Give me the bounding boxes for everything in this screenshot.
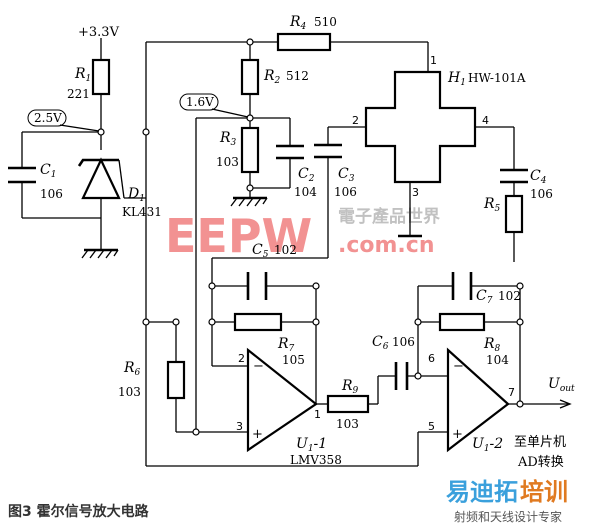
capacitor-c3 — [314, 143, 342, 159]
c2-value: 104 — [294, 185, 317, 199]
r5-ref: R5 — [483, 196, 501, 214]
r7-ref: R7 — [277, 336, 295, 354]
resistor-r5 — [504, 194, 524, 234]
c7-ref: C7 — [476, 288, 493, 306]
hall-sensor-h1 — [364, 70, 477, 184]
supply-label: +3.3V — [78, 25, 120, 40]
ground-symbols — [81, 196, 422, 259]
probe-2v5: 2.5V — [27, 109, 100, 132]
capacitor-c7 — [451, 272, 473, 300]
svg-text:−: − — [453, 359, 464, 374]
resistor-r9 — [326, 394, 370, 414]
capacitor-c5 — [246, 272, 268, 300]
c5-value: 102 — [274, 243, 297, 257]
resistor-r2 — [240, 58, 260, 96]
capacitor-c2 — [276, 144, 304, 160]
r7-value: 105 — [282, 353, 305, 367]
wires — [21, 38, 572, 467]
ground-r3 — [230, 196, 268, 207]
c4-ref: C4 — [530, 168, 547, 186]
r4-ref: R4 — [289, 14, 307, 32]
uout-note-1: 至单片机 — [514, 435, 566, 450]
eepw-watermark: EEPW .com.cn 電子產品世界 — [165, 206, 440, 263]
opamp-u1-2: − + — [446, 347, 510, 453]
r2-value: 512 — [286, 69, 309, 83]
resistor-r7 — [233, 312, 283, 332]
r1-ref: R1 — [74, 66, 91, 84]
site-logo: 易迪拓 培训 射频和天线设计专家 — [446, 478, 568, 524]
svg-text:+: + — [452, 427, 463, 442]
d1-part: KL431 — [122, 205, 162, 219]
r8-value: 104 — [486, 353, 509, 367]
c1-value: 106 — [40, 187, 63, 201]
c1-ref: C1 — [40, 162, 56, 180]
opamp-u1-1: − + — [246, 347, 318, 453]
diode-d1-kl431 — [77, 157, 125, 200]
u1-1-pin-1: 1 — [314, 408, 321, 421]
r3-value: 103 — [216, 155, 239, 169]
capacitors — [8, 143, 528, 390]
c5-ref: C5 — [252, 242, 269, 260]
u1-1-part: LMV358 — [290, 453, 342, 467]
r8-ref: R8 — [483, 336, 501, 354]
u1-1-ref: U1-1 — [296, 436, 327, 454]
c6-value: 106 — [392, 335, 415, 349]
h1-ref: H1 — [447, 70, 466, 88]
h1-pin-1: 1 — [430, 54, 437, 67]
c4-value: 106 — [530, 187, 553, 201]
u1-1-pin-2: 2 — [238, 352, 245, 365]
u1-2-pin-7: 7 — [508, 386, 515, 399]
r6-value: 103 — [118, 385, 141, 399]
h1-pin-4: 4 — [482, 114, 489, 127]
logo-main-2: 培训 — [520, 478, 568, 506]
r9-ref: R9 — [341, 378, 359, 396]
logo-sub: 射频和天线设计专家 — [454, 509, 562, 524]
u1-2-pin-6: 6 — [428, 352, 435, 365]
r4-value: 510 — [314, 15, 337, 29]
r6-ref: R6 — [123, 360, 141, 378]
c2-ref: C2 — [298, 166, 315, 184]
h1-pin-3: 3 — [412, 186, 419, 199]
h1-part: HW-101A — [468, 71, 526, 85]
capacitor-c6 — [394, 362, 409, 390]
r3-ref: R3 — [219, 130, 237, 148]
watermark-cn: 電子產品世界 — [338, 206, 440, 227]
u1-2-ref: U1-2 — [472, 436, 503, 454]
resistor-r6 — [166, 360, 186, 400]
r1-value: 221 — [67, 87, 90, 101]
junction-dots — [97, 38, 524, 436]
resistor-r3 — [240, 126, 260, 174]
figure-caption: 图3 霍尔信号放大电路 — [8, 503, 150, 520]
d1-ref: D1 — [127, 186, 145, 204]
h1-pin-2: 2 — [352, 114, 359, 127]
r2-ref: R2 — [263, 68, 281, 86]
u1-1-pin-3: 3 — [236, 420, 243, 433]
svg-text:+: + — [252, 427, 263, 442]
svg-text:−: − — [253, 359, 264, 374]
logo-main-1: 易迪拓 — [446, 478, 518, 506]
resistor-r4 — [276, 32, 332, 52]
c3-ref: C3 — [338, 166, 355, 184]
r9-value: 103 — [336, 417, 359, 431]
capacitor-c4 — [500, 168, 528, 184]
u1-2-pin-5: 5 — [428, 420, 435, 433]
resistor-r1 — [91, 58, 111, 96]
probe-1v6-label: 1.6V — [186, 95, 214, 109]
uout-note-2: AD转换 — [517, 455, 564, 470]
capacitor-c1 — [8, 166, 36, 184]
resistors — [91, 32, 524, 414]
component-labels: +3.3V R1 221 R4 510 R2 512 R3 103 C1 106… — [40, 14, 575, 470]
c6-ref: C6 — [372, 334, 389, 352]
probe-2v5-label: 2.5V — [34, 111, 62, 125]
watermark-main: EEPW — [165, 209, 312, 263]
ground-d1 — [81, 248, 119, 259]
resistor-r8 — [438, 312, 486, 332]
c7-value: 102 — [498, 289, 521, 303]
c3-value: 106 — [334, 185, 357, 199]
probe-1v6: 1.6V — [179, 93, 249, 118]
uout-ref: Uout — [548, 376, 575, 394]
